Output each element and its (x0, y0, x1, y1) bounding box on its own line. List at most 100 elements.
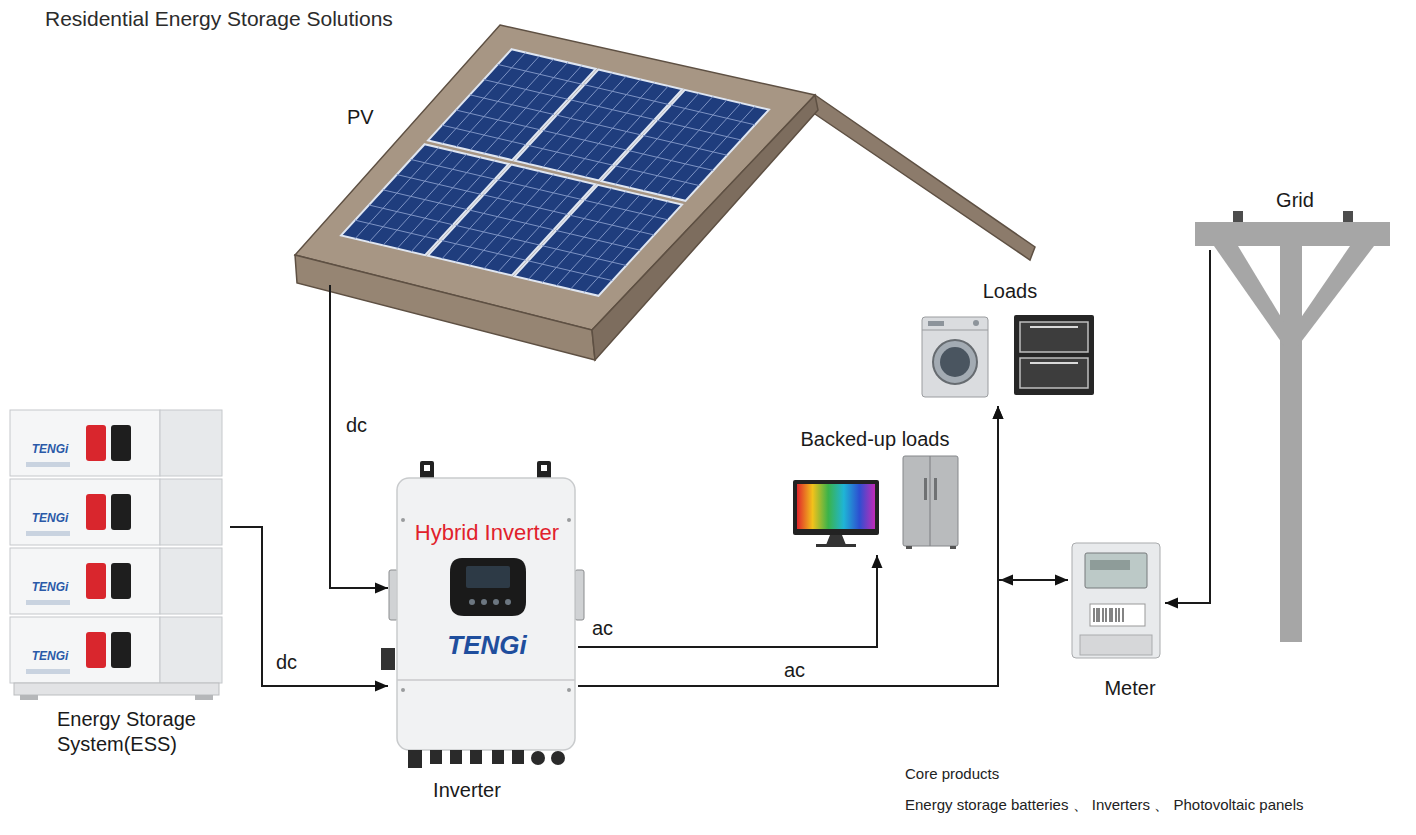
washer-oven-part (940, 347, 970, 377)
inverter-body-part (512, 750, 524, 764)
inverter-body-part (541, 465, 547, 471)
arrow-head (375, 681, 388, 692)
inverter-body-part (505, 599, 511, 605)
battery-modules-part (111, 494, 131, 530)
connector (578, 555, 883, 647)
note-heading: Core products (905, 765, 999, 783)
monitor-fridge-part (929, 456, 930, 546)
electric-meter-device-part (1085, 553, 1147, 588)
washer-oven-part (922, 317, 988, 397)
washer-oven-part (928, 321, 944, 326)
utility-pole-part (1195, 222, 1390, 246)
monitor-fridge-part (906, 546, 912, 549)
electric-meter-device-part (1072, 543, 1160, 658)
inverter-body-part (430, 750, 442, 764)
inverter-body-part (567, 518, 571, 522)
inverter-body-part (493, 599, 499, 605)
arrow-head (993, 406, 1004, 419)
battery-modules-part (10, 410, 160, 476)
backup-loads: Backed-up loads (785, 425, 965, 555)
node-label: Energy Storage System(ESS) (57, 707, 232, 757)
inverter-body-part (469, 599, 475, 605)
brand-logo: TENGi (22, 649, 78, 663)
inverter-body-part (470, 750, 482, 764)
monitor-fridge-part (816, 544, 856, 547)
utility-pole-part (1214, 246, 1284, 346)
connector-line (1165, 250, 1210, 603)
node-label: Hybrid Inverter (388, 520, 586, 546)
battery-modules-part (111, 632, 131, 668)
arrow-head (993, 406, 1004, 419)
monitor-fridge (793, 456, 958, 549)
note-text: Energy storage batteries 、 Inverters 、 P… (905, 796, 1304, 814)
washer-oven-part (933, 340, 977, 384)
arrow-head (872, 555, 883, 568)
inverter-body-part (531, 751, 545, 765)
inverter-body-part (381, 648, 395, 670)
washer-oven-part (973, 320, 979, 326)
washer-oven-part (922, 330, 988, 331)
node-label: Meter (1090, 676, 1170, 700)
solar-panels (341, 49, 769, 296)
inverter-body-part (575, 570, 584, 620)
brand-logo: TENGi (22, 442, 78, 456)
edge-label: dc (346, 413, 367, 437)
connector-line (330, 285, 388, 588)
connector (578, 406, 1004, 686)
arrow-head (1055, 575, 1068, 586)
solar-panels-part (601, 90, 769, 201)
battery-modules-part (160, 548, 222, 614)
edge-label: ac (784, 658, 805, 682)
monitor-fridge-part (924, 478, 927, 500)
house-roof (295, 25, 1035, 360)
connector-line (578, 406, 998, 686)
node-text: Inverter (387, 778, 547, 802)
inverter-body-part (567, 688, 571, 692)
arrow-head (375, 583, 388, 594)
inverter-body-part (481, 599, 487, 605)
battery-modules-part (20, 695, 38, 700)
monitor-fridge-part (826, 535, 846, 545)
inverter-body-part (401, 688, 405, 692)
battery-modules-part (26, 462, 70, 467)
battery-modules-part (86, 494, 106, 530)
inverter-body (381, 461, 584, 768)
inverter-body-part (397, 478, 575, 750)
battery-modules-part (160, 479, 222, 545)
solar-panels-part (514, 185, 682, 296)
brand-logo: TENGi (22, 511, 78, 525)
battery-modules-part (10, 479, 160, 545)
battery-modules-part (86, 563, 106, 599)
battery-modules-part (160, 410, 222, 476)
connector-line (230, 527, 388, 686)
diagram-title: Residential Energy Storage Solutions (45, 6, 393, 31)
connector (330, 285, 388, 594)
battery-modules (10, 410, 222, 700)
battery-modules-part (86, 425, 106, 461)
washer-oven-part (1020, 322, 1088, 352)
monitor-fridge-part (793, 480, 879, 535)
hybrid-inverter: Hybrid InverterTENGiInverter (388, 462, 578, 807)
inverter-body-part (420, 461, 434, 480)
node-label: Grid (1255, 188, 1335, 212)
household-loads: Loads (915, 278, 1100, 406)
node-label: Backed-up loads (785, 427, 965, 451)
inverter-body-part (408, 750, 422, 768)
inverter-body-part (424, 465, 430, 471)
electric-meter-device-part (1080, 635, 1152, 655)
battery-modules-part (26, 669, 70, 674)
electric-meter: Meter (1068, 540, 1165, 700)
monitor-fridge-part (903, 456, 958, 546)
node-label: Loads (970, 279, 1050, 303)
utility-pole-part (1280, 246, 1302, 642)
battery-modules-part (160, 617, 222, 683)
connector (230, 527, 388, 692)
electric-meter-device-part (1094, 608, 1123, 622)
connector-line (998, 406, 1068, 580)
inverter-body-part (401, 518, 405, 522)
monitor-fridge-part (797, 484, 875, 529)
battery-modules-part (26, 531, 70, 536)
house-roof-part (812, 95, 1035, 260)
